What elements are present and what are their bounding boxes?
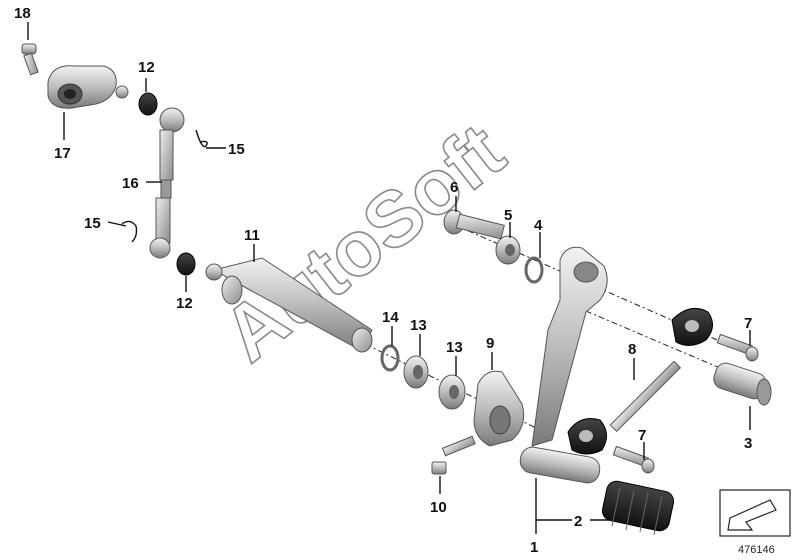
leader-15b [107,221,127,227]
part-9-clamp-lever [473,370,525,447]
callout-4: 4 [534,217,543,234]
part-7-bolt-lower [612,445,655,474]
part-1-shift-lever [519,246,608,484]
part-13-bushing-b [438,374,466,410]
callout-13-b: 13 [446,339,463,356]
callout-8: 8 [628,341,636,358]
part-16-linkage-rod [149,107,185,259]
callout-5: 5 [504,207,512,224]
callout-1: 1 [530,539,538,556]
callout-16: 16 [122,175,139,192]
callout-12-lower: 12 [176,295,193,312]
part-8-adjusting-rod [567,307,713,455]
callout-7-lower: 7 [638,427,646,444]
callout-7-upper: 7 [744,315,752,332]
callout-2: 2 [574,513,582,530]
axis-line-lower [559,299,761,386]
part-6-bolt [443,209,505,240]
callout-14: 14 [382,309,399,326]
part-15-clip-upper [195,129,208,148]
orientation-arrow-box [719,489,791,537]
part-12-ring-upper [138,92,158,116]
part-18-bolt [21,43,39,76]
callout-15-upper: 15 [228,141,245,158]
callout-10: 10 [430,499,447,516]
part-12-ring-lower [176,252,196,276]
orientation-arrow-icon [727,499,777,531]
part-5-bushing [495,235,521,265]
callout-18: 18 [14,5,31,22]
part-15-clip-lower [121,220,138,243]
callout-9: 9 [486,335,494,352]
callout-15-lower: 15 [84,215,101,232]
part-17-clamp [47,65,129,109]
callout-13-a: 13 [410,317,427,334]
diagram-number: 476146 [738,544,775,556]
part-10-bolt [431,435,476,475]
callout-3: 3 [744,435,752,452]
part-14-washer [380,344,400,372]
part-7-bolt-upper [716,333,759,362]
callout-6: 6 [450,179,458,196]
part-4-washer [524,256,544,284]
callout-12-upper: 12 [138,59,155,76]
part-2-footpeg-rubber [601,480,675,536]
callout-11: 11 [244,227,260,244]
part-13-bushing-a [403,355,429,389]
part-3-sleeve [713,362,772,406]
callout-17: 17 [54,145,71,162]
part-11-shift-shaft [205,257,373,353]
